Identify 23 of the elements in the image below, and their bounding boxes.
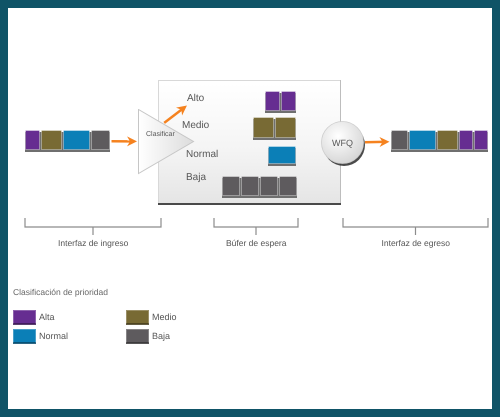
bracket-label: Interfaz de egreso [382, 239, 450, 249]
legend-label: Baja [152, 331, 170, 342]
packet-queue [253, 117, 296, 140]
bracket-label: Búfer de espera [226, 239, 286, 249]
node-label: WFQ [332, 137, 353, 148]
legend-label: Medio [152, 312, 177, 322]
bracket-label: Interfaz de ingreso [58, 239, 128, 249]
legend-label: Normal [39, 331, 68, 342]
legend-label: Alta [39, 312, 55, 322]
legend-title: Clasificación de prioridad [13, 288, 108, 298]
packet-queue [265, 91, 296, 113]
queue-label: Baja [186, 172, 206, 184]
arrow [112, 136, 137, 146]
packet-queue [391, 130, 488, 152]
packet-queue [25, 130, 110, 152]
queue-label: Normal [186, 149, 218, 160]
arrow [364, 136, 390, 147]
packet-queue [222, 176, 297, 198]
packet-queue [268, 146, 296, 166]
scheduler-circle [321, 121, 367, 168]
queue-label: Alto [187, 93, 204, 104]
queue-label: Medio [182, 120, 210, 132]
arrow [163, 105, 187, 124]
